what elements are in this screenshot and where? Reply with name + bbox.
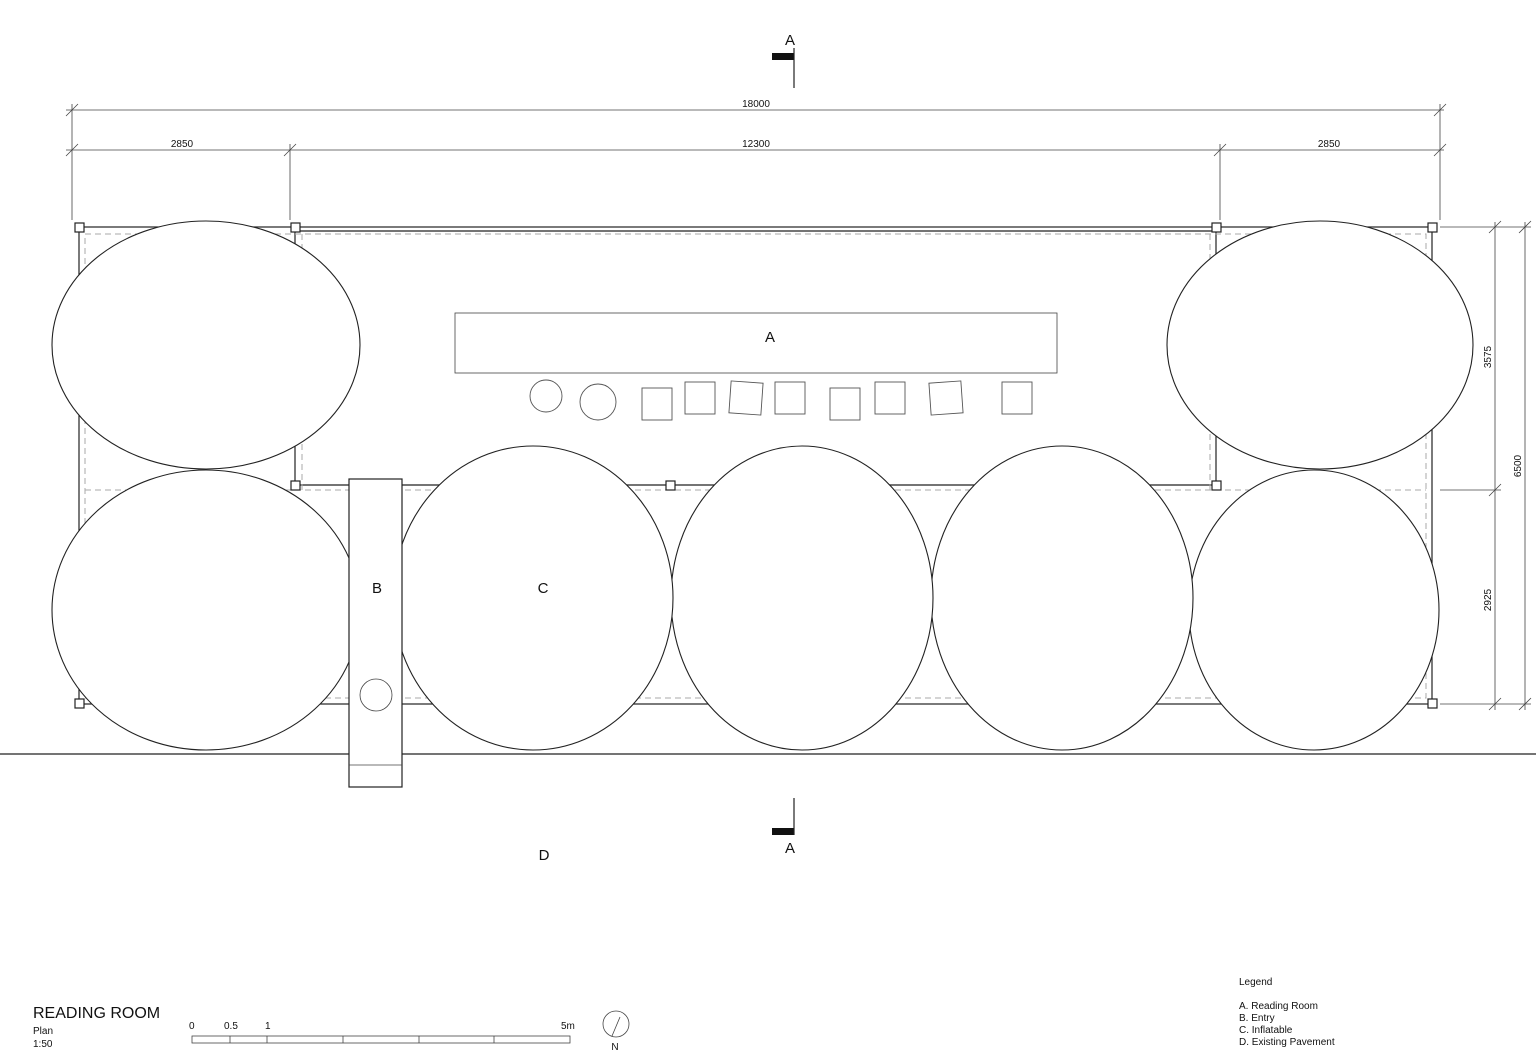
section-marker-bottom: A (772, 798, 795, 857)
columns (74, 222, 1438, 709)
scale-bar: 0 0.5 1 5m (189, 1021, 575, 1044)
zone-label-c: C (538, 580, 549, 597)
inflatables (51, 220, 1474, 751)
legend-item: B. Entry (1239, 1013, 1275, 1024)
svg-text:A: A (785, 32, 795, 49)
svg-text:N: N (611, 1042, 618, 1053)
inflatable (1188, 469, 1440, 751)
dimension-right: 2850 (1318, 139, 1341, 150)
svg-text:5m: 5m (561, 1021, 575, 1032)
dimension-depth-bottom: 2925 (1483, 588, 1494, 611)
drawing-title: READING ROOM (33, 1005, 160, 1022)
inflatable (930, 445, 1194, 751)
svg-text:A: A (785, 840, 795, 857)
svg-text:1: 1 (265, 1021, 271, 1032)
person-figure (579, 383, 617, 421)
zone-label-d: D (539, 847, 550, 864)
inflatable (670, 445, 934, 751)
dimension-middle: 12300 (742, 139, 770, 150)
dimension-lines (65, 103, 1532, 711)
inflatable (51, 220, 361, 470)
svg-text:0: 0 (189, 1021, 195, 1032)
drawing-subtitle: Plan (33, 1026, 53, 1037)
reading-table (454, 312, 1058, 374)
zone-label-a: A (765, 329, 775, 346)
drawing-scale: 1:50 (33, 1039, 53, 1050)
north-arrow: N (602, 1010, 630, 1053)
chairs (529, 379, 1033, 421)
legend-item: D. Existing Pavement (1239, 1037, 1335, 1048)
section-marker-top: A (772, 32, 795, 88)
legend-item: A. Reading Room (1239, 1001, 1318, 1012)
dimension-depth-total: 6500 (1513, 454, 1524, 477)
dimension-depth-top: 3575 (1483, 345, 1494, 368)
person-figure (529, 379, 563, 413)
zone-label-b: B (372, 580, 382, 597)
legend: Legend A. Reading Room B. Entry C. Infla… (1239, 977, 1335, 1048)
inflatable (1166, 220, 1474, 470)
svg-text:0.5: 0.5 (224, 1021, 238, 1032)
inflatable (392, 445, 674, 751)
dimension-left: 2850 (171, 139, 194, 150)
legend-heading: Legend (1239, 977, 1272, 988)
dimension-overall: 18000 (742, 99, 770, 110)
inflatable (51, 469, 361, 751)
person-figure (359, 678, 393, 712)
entry-ramp (348, 478, 403, 788)
legend-item: C. Inflatable (1239, 1025, 1293, 1036)
